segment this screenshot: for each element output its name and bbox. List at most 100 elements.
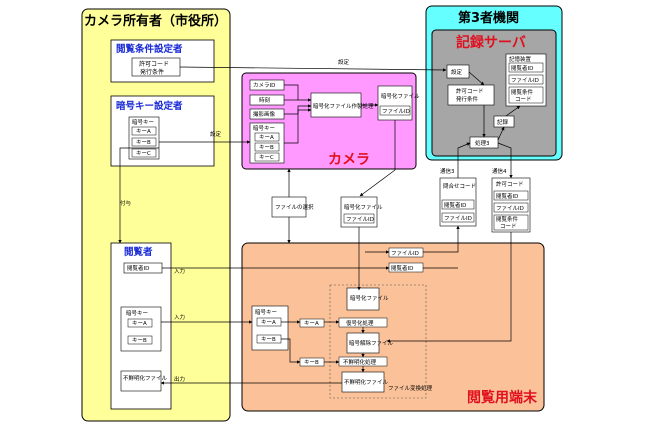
decrypt-label: 復号化処理 [346,319,374,327]
p-cond-label: 閲覧条件 [496,215,519,223]
server-issue-label: 発行条件 [456,95,479,103]
arrow-key-b-to-b2 [281,338,301,364]
output-label: 出力 [174,375,185,383]
arrow-camera-file-down [359,120,396,197]
p-code-label: コード [500,223,517,230]
inq-file-id-box [441,212,475,223]
arrow-setting-to-permit [468,71,485,86]
arrow-term-ids-up [423,225,460,253]
enc-removed-label: 暗号解除ファイル [349,339,394,347]
camera-file-id-box [379,105,411,116]
viewer-key-a [127,318,153,328]
enc-process-box [310,92,362,118]
viewer-unclear-label: 不鮮明化ファイル [123,374,168,382]
viewer-unclear-file-box [120,370,162,392]
camera-key-label: 暗号キー [253,124,275,132]
owner-key-c-label: キーC [136,151,151,157]
viewer-id-label: 閲覧者ID [127,264,149,272]
server-permit-box [447,84,495,106]
arrow-record-up [505,105,521,117]
camera-key-c-label: キーC [259,155,274,161]
comm4-label: 通信4 [492,167,507,175]
recorder-cond-label: 閲覧条件 [511,88,534,96]
arrow-record [497,126,505,141]
owner-key-b [131,137,157,147]
p-cond-box [493,214,529,231]
owner-key-b-label: キーB [136,140,151,146]
camera-enc-file-label: 暗号化ファイル [381,92,420,100]
record-server-title: 記録サーバ [456,34,526,51]
comm3-label: 通信3 [440,167,455,175]
camera-key-c [254,152,280,162]
owner-key-a [131,126,157,136]
arrow-keys [284,108,312,144]
inq-viewer-id-box [441,199,475,210]
convert-label: ファイル変換処理 [388,384,433,392]
term-key-a-label: キーA [261,320,276,326]
term-key-label: 暗号キー [255,308,277,316]
arrow-server-to-permit [497,142,513,179]
mid-file-id-box [343,213,375,224]
viewer-key-label: 暗号キー [126,309,148,317]
mid-file-id-label: ファイルID [346,216,374,223]
arrow-camid [284,84,312,102]
setting-top-label: 設定 [338,58,350,66]
mid-enc-file-label: 暗号化ファイル [344,203,383,211]
owner-title: カメラ所有者（市役所） [84,13,227,29]
recorder-code-label: コード [515,96,532,103]
camera-key-a-label: キーA [259,135,274,141]
third-party-title: 第3者機関 [458,10,519,26]
p-file-id-box [493,202,529,213]
arrow-inquiry-up [457,142,471,178]
cond-setter-title: 閲覧条件設定者 [116,43,183,55]
p-viewer-id-label: 閲覧者ID [496,192,518,200]
term-viewer-id-label: 閲覧者ID [391,264,413,272]
input-label-2: 入力 [174,313,185,321]
server-setting-label: 設定 [451,68,463,76]
term-enc-file-box [346,287,380,311]
owner-key-label: 暗号キー [132,118,154,126]
viewer-key-a-label: キーA [132,321,147,327]
enc-process-label: 暗号化ファイル作製処理 [313,102,374,110]
key-setter-title: 暗号キー設定者 [116,100,183,112]
file-select-label: ファイルの選択 [275,203,314,211]
image-label: 撮影画像 [253,110,276,118]
term-key-a2-label: キーA [304,321,319,327]
issue-cond-label: 発行条件 [140,68,164,76]
record-label: 記録 [497,118,509,126]
arrow-setting-to-server [179,66,447,72]
inq-viewer-id-label: 閲覧者ID [444,201,466,209]
recorder-file-id [508,74,544,85]
p-file-id-label: ファイルID [496,205,524,212]
camera-key-b [254,142,280,152]
camera-region [241,72,417,170]
permit-code-label: 許可コード [139,60,169,68]
inq-file-id-label: ファイルID [444,215,472,222]
recorder-file-id-label: ファイルID [511,77,539,84]
term-file-id-label: ファイルID [391,250,419,257]
recorder-viewer-id-label: 閲覧者ID [511,64,533,72]
viewer-key-b [127,335,153,345]
inquiry-label: 問合せコード [443,182,476,190]
term-enc-file-label: 暗号化ファイル [350,294,389,302]
term-key-b2-label: キーB [304,360,319,366]
arrow-grant-to-viewer [118,147,159,244]
camera-file-id-label: ファイルID [382,108,410,115]
viewer-key-b-label: キーB [132,338,147,344]
setting-left-label: 設定 [210,130,222,138]
term-key-b-label: キーB [261,337,276,343]
permit-label: 許可コード [496,180,524,188]
terminal-title: 閲覧用端末 [467,389,538,406]
arrow-permit-down [386,232,512,343]
key-setter-box [110,95,215,167]
unclear-process-label: 不鮮明化処理 [343,358,377,366]
p-viewer-id-box [493,190,529,201]
recorder-viewer-id [508,62,544,73]
grant-label: 付与 [120,199,131,207]
camera-key-a [254,132,280,142]
camera-key-b-label: キーB [259,145,274,151]
convert-group [329,284,427,399]
recorder-title: 記憶装置 [509,55,532,63]
camera-id-label: カメラID [253,82,275,89]
process3-label: 処理3 [475,139,490,147]
